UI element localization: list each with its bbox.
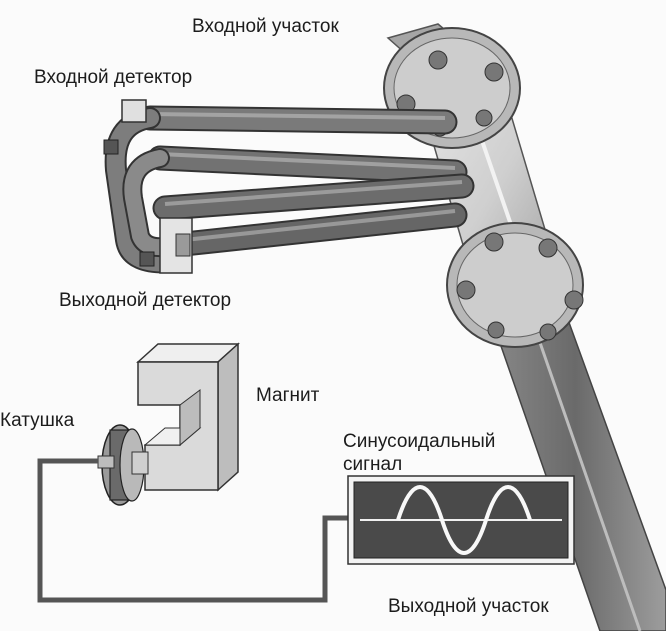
input-detector-label: Входной детектор bbox=[34, 67, 193, 88]
sine-signal-label-line2: сигнал bbox=[343, 454, 403, 475]
coil-label: Катушка bbox=[0, 410, 75, 431]
input-detector bbox=[103, 99, 147, 155]
signal-wire bbox=[37, 458, 350, 603]
flow-tube bbox=[152, 173, 475, 221]
sine-signal-monitor bbox=[347, 475, 575, 565]
output-detector bbox=[139, 217, 193, 274]
sine-signal-label: Синусоидальный сигнал bbox=[343, 430, 495, 476]
output-detector-label: Выходной детектор bbox=[59, 290, 232, 311]
magnet-label: Магнит bbox=[256, 385, 320, 406]
inlet-section-label: Входной участок bbox=[192, 16, 339, 37]
coil bbox=[97, 424, 149, 506]
flow-tube bbox=[162, 202, 468, 258]
sine-wave bbox=[396, 485, 532, 555]
flow-tube bbox=[147, 145, 468, 185]
outlet-section-label: Выходной участок bbox=[388, 596, 549, 617]
sine-signal-label-line1: Синусоидальный bbox=[343, 431, 496, 452]
lower-flange bbox=[446, 222, 584, 348]
flow-tube bbox=[137, 105, 458, 135]
flow-tubes bbox=[104, 105, 475, 274]
magnet bbox=[136, 342, 240, 492]
